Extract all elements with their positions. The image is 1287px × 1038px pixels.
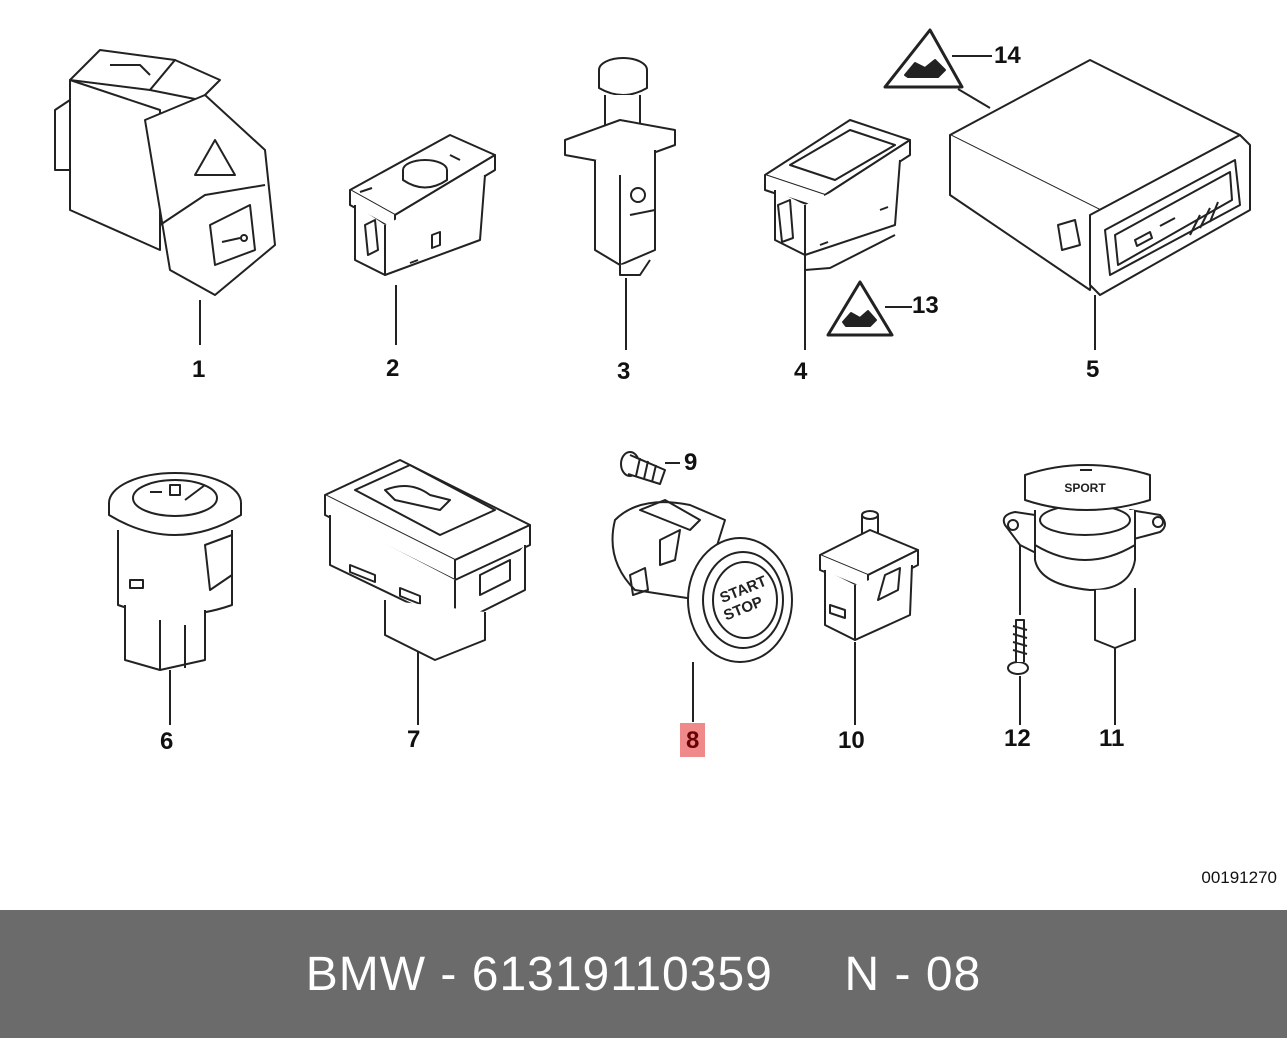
part-2-mirror-switch [349, 134, 496, 276]
callout-12: 12 [1004, 725, 1031, 752]
callout-4: 4 [794, 358, 808, 385]
part-1-hazard-switch [54, 49, 276, 296]
callout-13: 13 [912, 292, 939, 319]
callout-7: 7 [407, 726, 421, 753]
part-4-seat-switch [764, 119, 911, 271]
warning-label-14 [883, 28, 964, 89]
part-5-control-unit [949, 59, 1251, 296]
diagram-image-code: 00191270 [1201, 868, 1277, 887]
leader-line-14b [957, 88, 991, 109]
part-9-screw [620, 451, 666, 485]
callout-1: 1 [192, 356, 206, 383]
part-10-small-switch [819, 510, 919, 641]
part-12-screw [1007, 619, 1029, 675]
callout-10: 10 [838, 727, 865, 754]
part-11-sport-switch: SPORT [1002, 464, 1166, 649]
sport-label: SPORT [1064, 481, 1106, 495]
part-8-start-stop-button: START STOP [611, 499, 793, 663]
callout-5: 5 [1086, 356, 1100, 383]
part-3-brake-switch [564, 57, 676, 276]
callout-3: 3 [617, 358, 631, 385]
callout-2: 2 [386, 355, 400, 382]
callout-14: 14 [994, 42, 1021, 69]
part-6-round-switch [108, 472, 242, 671]
parts-diagram: START STOP SPORT [54, 28, 1251, 725]
part-number-caption: BMW - 61319110359 N - 08 [305, 947, 982, 1001]
callout-9: 9 [684, 449, 698, 476]
footer-bar: BMW - 61319110359 N - 08 [0, 910, 1287, 1038]
warning-label-13 [826, 280, 894, 337]
callout-8[interactable]: 8 [680, 723, 706, 757]
callout-11: 11 [1099, 725, 1125, 752]
callout-6: 6 [160, 728, 174, 755]
part-7-trunk-switch [324, 459, 531, 661]
